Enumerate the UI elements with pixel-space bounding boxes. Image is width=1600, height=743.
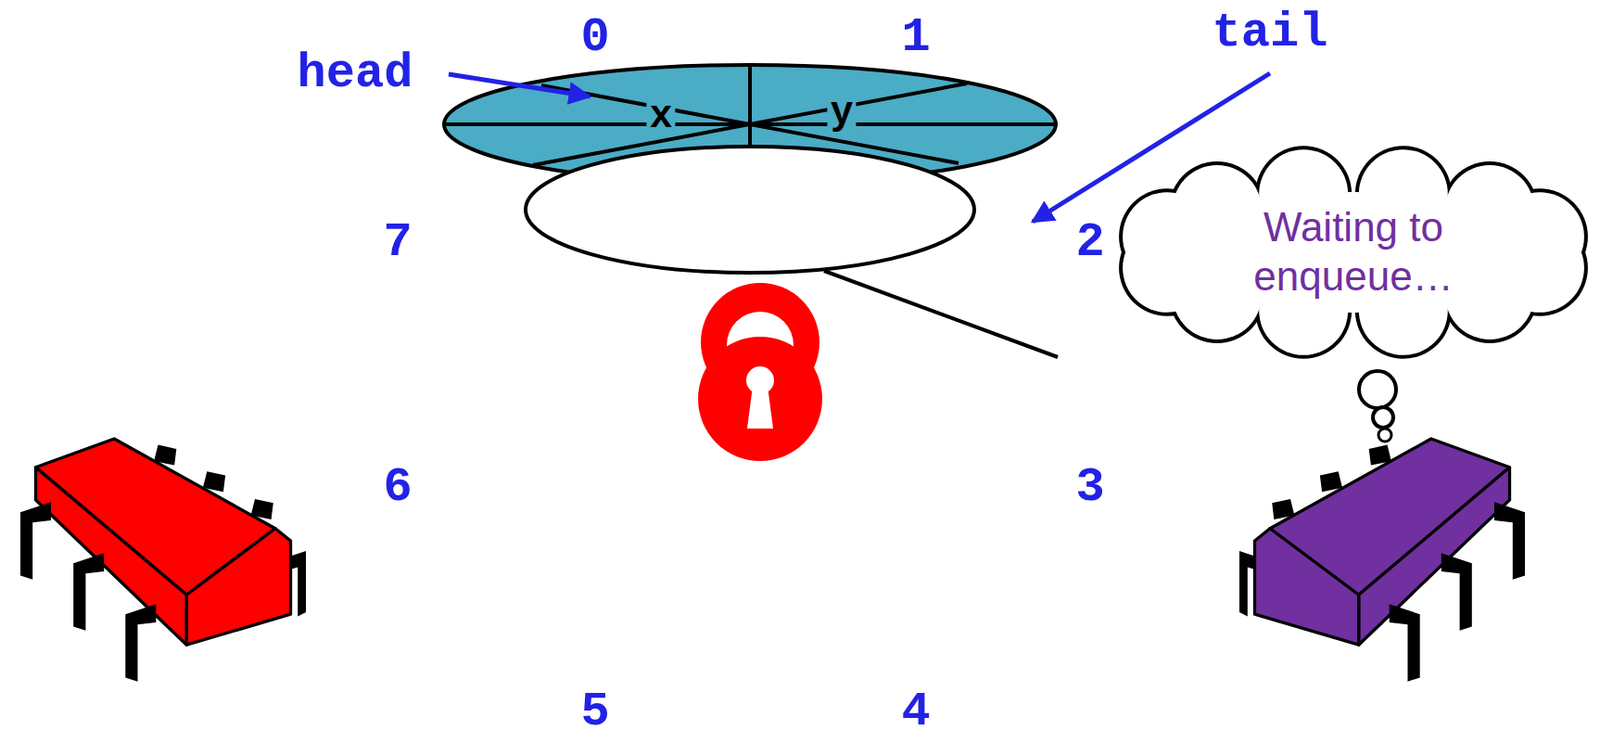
pointer-label: head [297, 50, 414, 99]
slot-number: 4 [901, 687, 930, 737]
slot-number: 0 [580, 13, 610, 63]
thought-bubble [1372, 406, 1394, 428]
slot-number: 1 [901, 13, 930, 63]
cloud-fill [1160, 191, 1547, 313]
thought-bubble [1378, 428, 1392, 442]
queue-hole [525, 146, 975, 273]
thought-bubble [1358, 370, 1397, 408]
queue-item: y [826, 93, 856, 133]
slot-number: 3 [1075, 463, 1105, 512]
slot-number: 6 [382, 463, 412, 512]
slot-number: 2 [1075, 218, 1105, 267]
lock-symbol [698, 282, 823, 461]
thought-cloud: Waiting to enqueue… [1121, 164, 1586, 341]
queue-item: x [646, 97, 675, 137]
cloud-outline [1121, 164, 1586, 341]
slot-number: 7 [382, 218, 412, 267]
head-pointer [448, 74, 590, 97]
pointer-label: tail [1212, 9, 1329, 58]
processor-chip [1239, 438, 1525, 682]
slot-divider [824, 270, 1058, 357]
processor-chip [20, 438, 306, 682]
slot-number: 5 [580, 687, 610, 737]
thought-text: Waiting to enqueue… [1214, 203, 1493, 302]
